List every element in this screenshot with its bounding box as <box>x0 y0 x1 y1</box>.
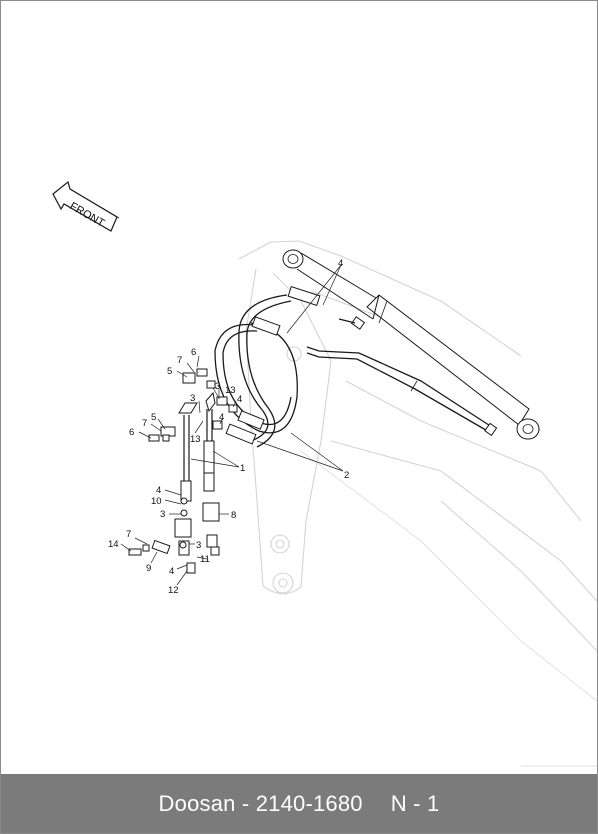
hose-assemblies <box>214 285 321 448</box>
callout-4-d: 4 <box>169 566 174 577</box>
small-parts <box>128 368 238 574</box>
callout-13-a: 13 <box>225 385 236 396</box>
boom-pipe <box>306 346 498 437</box>
callout-3-d: 3 <box>196 540 201 551</box>
callout-3-b: 3 <box>190 393 195 404</box>
callout-4-top: 4 <box>338 258 343 269</box>
vertical-pipes <box>178 391 216 502</box>
callout-10: 10 <box>151 496 162 507</box>
callout-7-top: 7 <box>177 355 182 366</box>
callout-7-mid: 7 <box>142 418 147 429</box>
callout-5-mid: 5 <box>151 412 156 423</box>
callout-6-mid: 6 <box>129 427 134 438</box>
callout-13-b: 13 <box>190 434 201 445</box>
footer-separator: - <box>241 790 250 816</box>
callout-14: 14 <box>108 539 119 550</box>
callout-2: 2 <box>344 470 349 481</box>
callout-11: 11 <box>200 554 210 565</box>
leader-lines <box>120 264 344 586</box>
footer-bar: Doosan - 2140-1680 N - 1 <box>1 774 597 833</box>
callout-9: 9 <box>146 563 151 574</box>
callout-labels: 4 6 7 5 3 13 4 3 4 7 5 6 13 1 2 4 10 3 8… <box>108 258 349 596</box>
callout-8: 8 <box>231 510 236 521</box>
footer-part-number: 2140-1680 <box>255 790 363 816</box>
boom-ghost-outline <box>238 240 597 767</box>
front-arrow: FRONT <box>52 180 120 232</box>
callout-3-a: 3 <box>215 381 220 392</box>
footer-page: N - 1 <box>390 790 440 816</box>
exploded-parts-diagram: FRONT <box>52 180 597 767</box>
callout-4-a: 4 <box>237 394 242 405</box>
boom-cylinder <box>282 249 540 440</box>
callout-7-low: 7 <box>126 529 131 540</box>
callout-3-c: 3 <box>160 509 165 520</box>
callout-6-top: 6 <box>191 347 196 358</box>
callout-1: 1 <box>240 463 245 474</box>
callout-12: 12 <box>168 585 179 596</box>
footer-brand: Doosan <box>158 790 236 816</box>
callout-4-c: 4 <box>156 485 161 496</box>
callout-5-top: 5 <box>167 366 172 377</box>
callout-4-b: 4 <box>219 412 224 423</box>
